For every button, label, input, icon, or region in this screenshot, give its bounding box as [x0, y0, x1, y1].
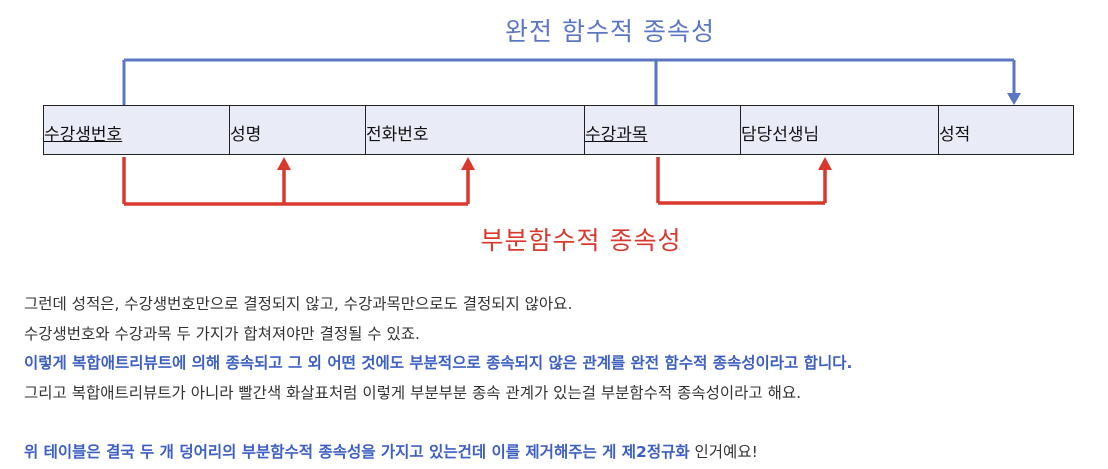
dependency-arrows [122, 58, 1021, 206]
attr-course: 수강과목 [585, 106, 741, 154]
explanation-text: 그런데 성적은, 수강생번호만으로 결정되지 않고, 수강과목만으로도 결정되지… [24, 290, 1094, 467]
attribute-table: 수강생번호 성명 전화번호 수강과목 담당선생님 성적 [43, 105, 1074, 155]
partial-dependency-arrow-1 [122, 157, 470, 206]
partial-arrowhead-teacher [818, 157, 832, 170]
full-dependency-arrow [122, 58, 1016, 105]
attr-name: 성명 [230, 106, 366, 154]
text-line-1: 그런데 성적은, 수강생번호만으로 결정되지 않고, 수강과목만으로도 결정되지… [24, 295, 573, 313]
full-dependency-arrowhead [1007, 93, 1021, 105]
attr-phone: 전화번호 [366, 106, 585, 154]
partial-arrowhead-name [277, 157, 291, 170]
partial-dependency-label: 부분함수적 종속성 [480, 226, 682, 255]
text-line-4: 그리고 복합애트리뷰트가 아니라 빨간색 화살표처럼 이렇게 부분부분 종속 관… [24, 383, 802, 402]
attr-student-id: 수강생번호 [44, 106, 230, 154]
text-line-3-highlight: 이렇게 복합애트리뷰트에 의해 종속되고 그 외 어떤 것에도 부분적으로 종속… [24, 354, 853, 372]
attr-teacher: 담당선생님 [741, 106, 939, 154]
text-line-2: 수강생번호와 수강과목 두 가지가 합쳐져야만 결정될 수 있죠. [24, 324, 420, 343]
text-line-5: 위 테이블은 결국 두 개 덩어리의 부분함수적 종속성을 가지고 있는건데 이… [24, 438, 1094, 468]
text-line-5-highlight: 위 테이블은 결국 두 개 덩어리의 부분함수적 종속성을 가지고 있는건데 이… [24, 442, 690, 461]
attr-grade: 성적 [939, 125, 971, 145]
text-line-5-rest: 인거예요! [689, 442, 758, 461]
partial-dependency-arrow-2 [656, 157, 827, 205]
partial-arrowhead-phone [461, 157, 475, 170]
full-dependency-label: 완전 함수적 종속성 [505, 17, 715, 46]
dependency-diagram: 완전 함수적 종속성 수강생번호 성명 전화번호 수강과목 [43, 17, 1074, 255]
